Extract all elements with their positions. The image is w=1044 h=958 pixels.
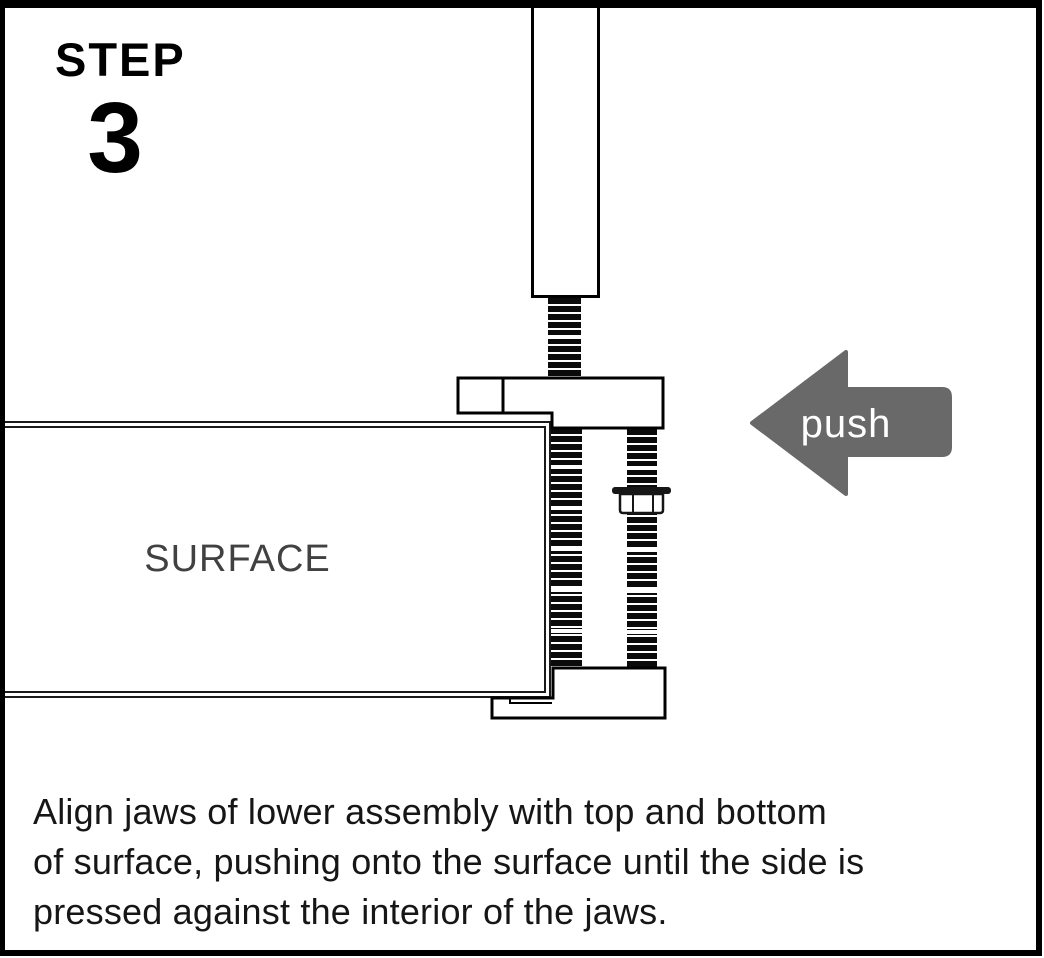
instruction-line-3: pressed against the interior of the jaws… — [33, 891, 668, 932]
flange-nut-body — [618, 492, 665, 515]
flange-nut — [612, 487, 671, 515]
instruction-text: Align jaws of lower assembly with top an… — [33, 787, 864, 937]
clamp-screw-upper — [548, 298, 581, 378]
instruction-line-1: Align jaws of lower assembly with top an… — [33, 791, 827, 832]
surface-label: SURFACE — [144, 538, 331, 580]
lower-jaw — [490, 666, 667, 720]
push-arrow-label: push — [800, 402, 892, 446]
push-arrow — [750, 350, 952, 496]
step-header: STEP 3 — [55, 33, 186, 194]
lower-jaw-lip — [509, 698, 552, 704]
clamp-upper-column — [531, 8, 600, 298]
surface-panel-inner: SURFACE — [5, 426, 546, 693]
step-number: 3 — [87, 82, 143, 194]
clamp-screw-lower — [551, 428, 582, 668]
instruction-line-2: of surface, pushing onto the surface unt… — [33, 841, 865, 882]
flange-nut-flange — [612, 487, 671, 494]
step-label: STEP — [55, 33, 186, 86]
push-arrow-shape — [750, 350, 952, 496]
threaded-rod-right — [627, 429, 657, 668]
lower-jaw-outline — [490, 666, 667, 720]
upper-jaw — [456, 376, 665, 430]
surface-panel: SURFACE — [5, 421, 551, 698]
upper-jaw-outline — [456, 376, 665, 430]
flange-nut-facets — [632, 494, 654, 513]
